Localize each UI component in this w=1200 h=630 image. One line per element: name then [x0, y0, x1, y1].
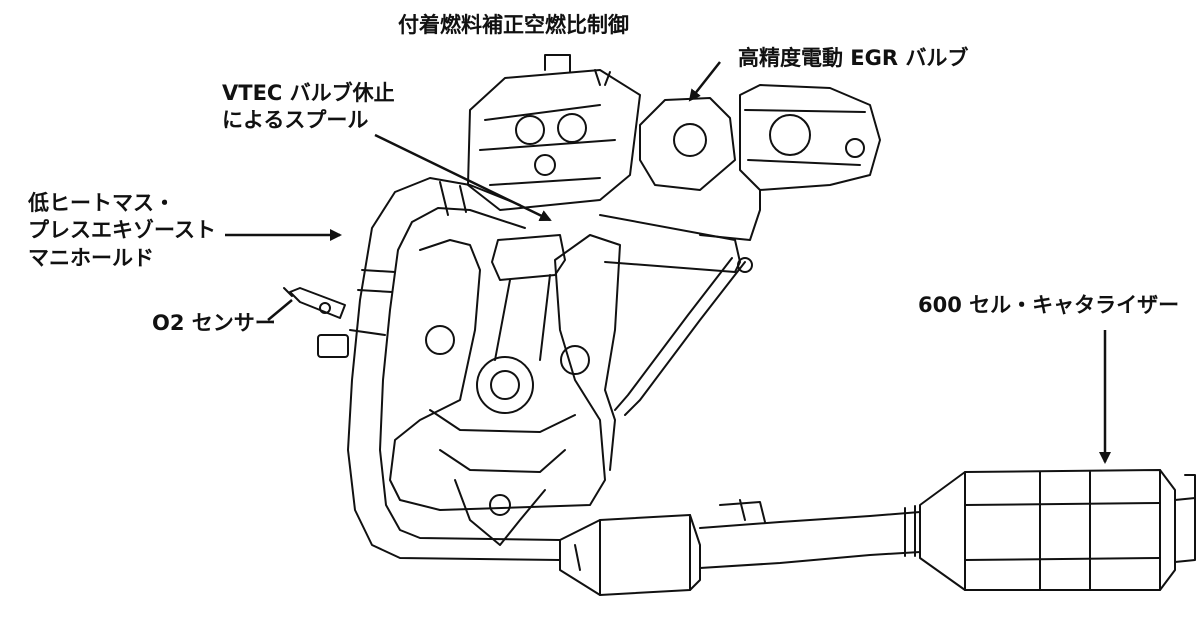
engine-block	[389, 234, 621, 546]
o2-sensor	[283, 287, 346, 319]
vtec-leader	[374, 133, 552, 222]
exhaust-manifold	[317, 177, 561, 561]
o2-leader	[267, 299, 293, 321]
catalyzer-label: 600 セル・キャタライザー	[918, 293, 1180, 317]
cylinder-head	[467, 54, 641, 211]
manifold-label: 低ヒートマス・ プレスエキゾースト マニホールド	[28, 190, 216, 272]
egr-valve-assembly	[639, 84, 881, 241]
manifold-label-line3: マニホールド	[28, 245, 154, 270]
manifold-label-line2: プレスエキゾースト	[28, 218, 216, 243]
o2-sensor-label: O2 センサー	[152, 311, 276, 335]
egr-leader	[688, 61, 721, 102]
engine-drawing	[283, 54, 1196, 596]
main-catalyzer	[919, 469, 1196, 591]
leader-lines	[225, 61, 1111, 464]
vtec-label: VTEC バルブ休止 によるスプール	[222, 80, 395, 135]
egr-valve-label: 高精度電動 EGR バルブ	[738, 46, 969, 70]
vtec-label-line1: VTEC バルブ休止	[222, 81, 395, 105]
manifold-label-line1: 低ヒートマス・	[28, 191, 175, 215]
front-catalyst	[559, 514, 701, 596]
fuel-correction-label: 付着燃料補正空燃比制御	[398, 13, 629, 37]
egr-pipe	[599, 214, 753, 416]
vtec-label-line2: によるスプール	[222, 108, 369, 133]
exhaust-pipe	[699, 499, 921, 569]
